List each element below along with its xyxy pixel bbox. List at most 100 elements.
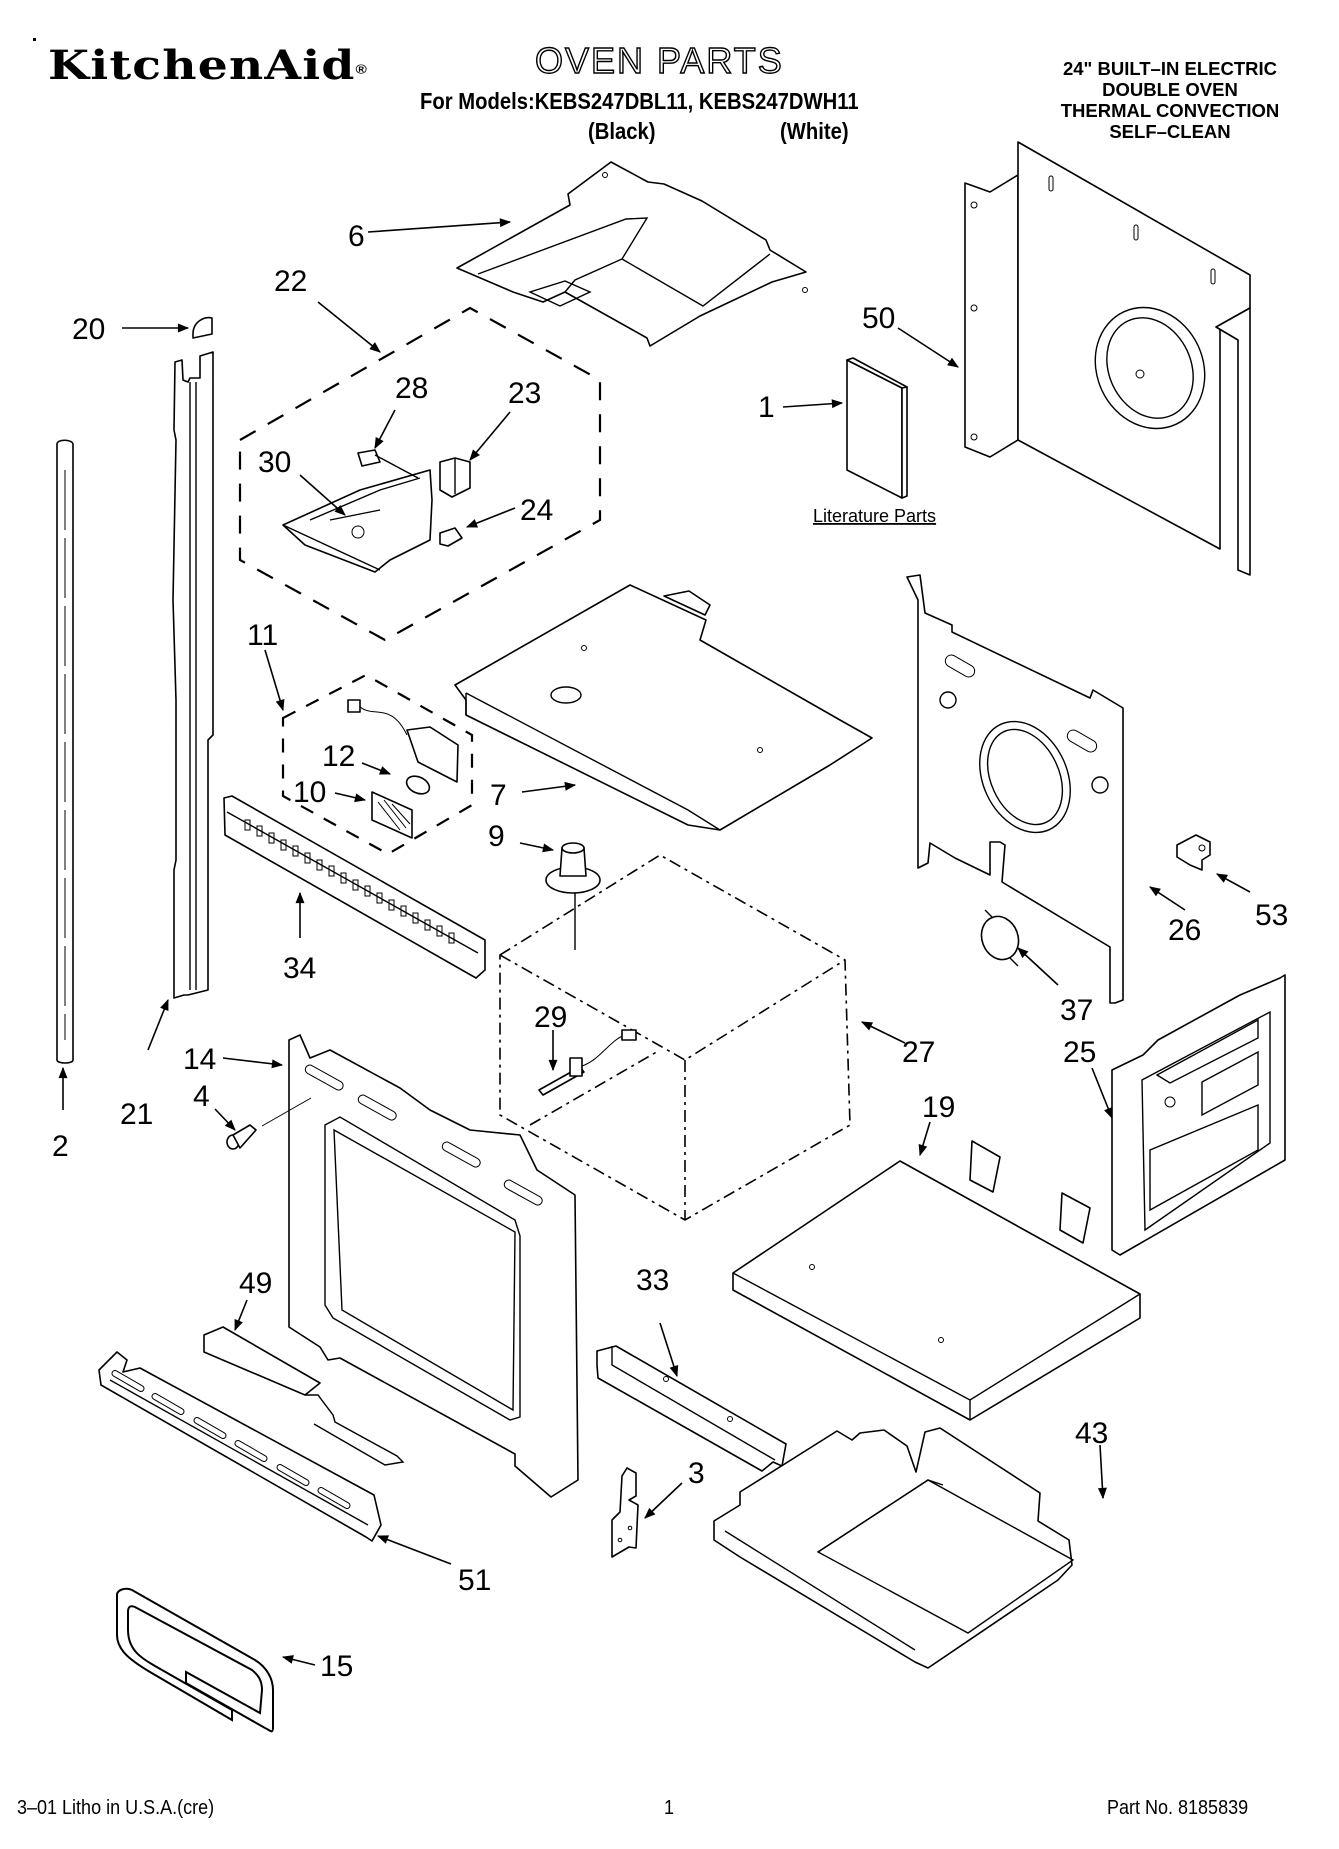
part-30-latch-mechanism[interactable] xyxy=(329,509,381,521)
callout-7[interactable]: 7 xyxy=(490,779,507,812)
part-2-door-side-trim-left[interactable] xyxy=(56,439,74,1064)
callout-10[interactable]: 10 xyxy=(293,776,326,809)
brand-name: KitchenAid xyxy=(48,42,356,89)
leader-30 xyxy=(299,474,346,516)
leader-6 xyxy=(367,218,512,233)
leader-4 xyxy=(214,1108,236,1131)
desc-line: THERMAL CONVECTION xyxy=(1060,100,1280,121)
product-description: 24" BUILT–IN ELECTRIC DOUBLE OVEN THERMA… xyxy=(1030,58,1310,142)
callout-26[interactable]: 26 xyxy=(1168,914,1201,947)
callout-50[interactable]: 50 xyxy=(862,302,895,335)
part-14-front-frame[interactable] xyxy=(288,1034,579,1498)
leader-7 xyxy=(521,781,577,793)
callout-19[interactable]: 19 xyxy=(922,1091,955,1124)
callout-51[interactable]: 51 xyxy=(458,1564,491,1597)
callout-14[interactable]: 14 xyxy=(183,1043,216,1076)
part-15-door-gasket[interactable] xyxy=(116,1587,274,1733)
callout-30[interactable]: 30 xyxy=(258,446,291,479)
callout-21[interactable]: 21 xyxy=(120,1098,153,1131)
part-50-rear-panel[interactable] xyxy=(964,141,1251,576)
leader-1 xyxy=(782,399,844,409)
part-10-light-lens[interactable] xyxy=(371,791,413,839)
part-number: Part No. 8185839 xyxy=(1107,1797,1249,1819)
callout-24[interactable]: 24 xyxy=(520,494,553,527)
callout-34[interactable]: 34 xyxy=(283,952,316,985)
callout-33[interactable]: 33 xyxy=(636,1264,669,1297)
corner-mark xyxy=(33,38,36,41)
part-51-vent-trim[interactable] xyxy=(98,1351,382,1542)
callout-49[interactable]: 49 xyxy=(239,1267,272,1300)
part-6-top-cover[interactable] xyxy=(456,161,808,347)
registered-mark: ® xyxy=(355,61,369,77)
leader-33 xyxy=(659,1322,679,1378)
callout-11[interactable]: 11 xyxy=(247,619,278,652)
part-37-thermal-fuse[interactable] xyxy=(976,909,1025,967)
part-7-oven-top-panel[interactable] xyxy=(454,584,873,831)
callout-23[interactable]: 23 xyxy=(508,377,541,410)
variant-white: (White) xyxy=(780,118,849,144)
callout-2[interactable]: 2 xyxy=(52,1130,69,1163)
page-number: 1 xyxy=(664,1797,675,1819)
part-9-fan-motor-mount[interactable] xyxy=(545,842,601,950)
part-20-end-cap[interactable] xyxy=(192,316,213,339)
leader-49 xyxy=(234,1299,248,1332)
leader-21 xyxy=(147,998,169,1051)
part-12-light-bulb[interactable] xyxy=(404,773,433,798)
callout-15[interactable]: 15 xyxy=(320,1650,353,1683)
literature-parts-label: Literature Parts xyxy=(813,506,936,526)
part-24-latch-switch[interactable] xyxy=(439,527,463,547)
part-53-clip[interactable] xyxy=(1176,834,1211,871)
models-line: For Models:KEBS247DBL11, KEBS247DWH11 xyxy=(420,88,859,114)
part-34-vent-grille[interactable] xyxy=(223,795,486,979)
part-4-screw[interactable] xyxy=(226,1097,312,1150)
part-21-side-trim-right[interactable] xyxy=(172,351,214,999)
leader-3 xyxy=(644,1482,683,1519)
part-33-bottom-rail[interactable] xyxy=(596,1345,787,1472)
leader-24 xyxy=(465,507,516,528)
callout-53[interactable]: 53 xyxy=(1255,899,1288,932)
leader-53 xyxy=(1216,873,1251,893)
part-11-light-assembly[interactable] xyxy=(281,673,474,856)
litho-note: 3–01 Litho in U.S.A.(cre) xyxy=(17,1797,215,1819)
desc-line: SELF–CLEAN xyxy=(1109,121,1231,142)
callout-20[interactable]: 20 xyxy=(72,313,105,346)
callout-12[interactable]: 12 xyxy=(322,740,355,773)
leader-25 xyxy=(1091,1067,1113,1120)
part-25-side-panel[interactable] xyxy=(1111,974,1286,1256)
part-1-literature[interactable] xyxy=(846,357,908,499)
leader-15 xyxy=(281,1655,316,1666)
leader-19 xyxy=(918,1121,931,1157)
leader-12 xyxy=(361,762,392,775)
part-23-latch-solenoid[interactable] xyxy=(439,457,471,498)
part-19-bottom-shield[interactable] xyxy=(732,1140,1141,1421)
part-26-back-panel[interactable] xyxy=(906,574,1124,1004)
part-29-temperature-sensor[interactable] xyxy=(538,1029,637,1096)
callout-25[interactable]: 25 xyxy=(1063,1036,1096,1069)
callout-4[interactable]: 4 xyxy=(193,1080,210,1113)
callout-37[interactable]: 37 xyxy=(1060,994,1093,1027)
callout-6[interactable]: 6 xyxy=(348,220,365,253)
brand-logo: KitchenAid® xyxy=(48,42,368,89)
desc-line: 24" BUILT–IN ELECTRIC xyxy=(1062,58,1277,79)
callout-3[interactable]: 3 xyxy=(688,1457,705,1490)
callout-27[interactable]: 27 xyxy=(902,1036,935,1069)
part-49-lower-channel[interactable] xyxy=(203,1326,405,1466)
callout-43[interactable]: 43 xyxy=(1075,1417,1108,1450)
leader-22 xyxy=(317,301,381,353)
desc-line: DOUBLE OVEN xyxy=(1102,79,1238,100)
leader-11 xyxy=(264,649,285,712)
part-28-latch-switch-upper[interactable] xyxy=(357,449,419,479)
callout-22[interactable]: 22 xyxy=(274,265,307,298)
leader-9 xyxy=(519,842,555,853)
callout-29[interactable]: 29 xyxy=(534,1001,567,1034)
callout-1[interactable]: 1 xyxy=(758,391,775,424)
part-3-bracket[interactable] xyxy=(611,1467,639,1558)
part-27-oven-cavity[interactable] xyxy=(499,854,851,1221)
callout-28[interactable]: 28 xyxy=(395,372,428,405)
leader-10 xyxy=(334,792,367,803)
part-22-latch-assembly[interactable] xyxy=(238,306,602,642)
callout-9[interactable]: 9 xyxy=(488,820,505,853)
variant-black: (Black) xyxy=(588,118,656,144)
part-43-base-tray[interactable] xyxy=(713,1427,1075,1669)
